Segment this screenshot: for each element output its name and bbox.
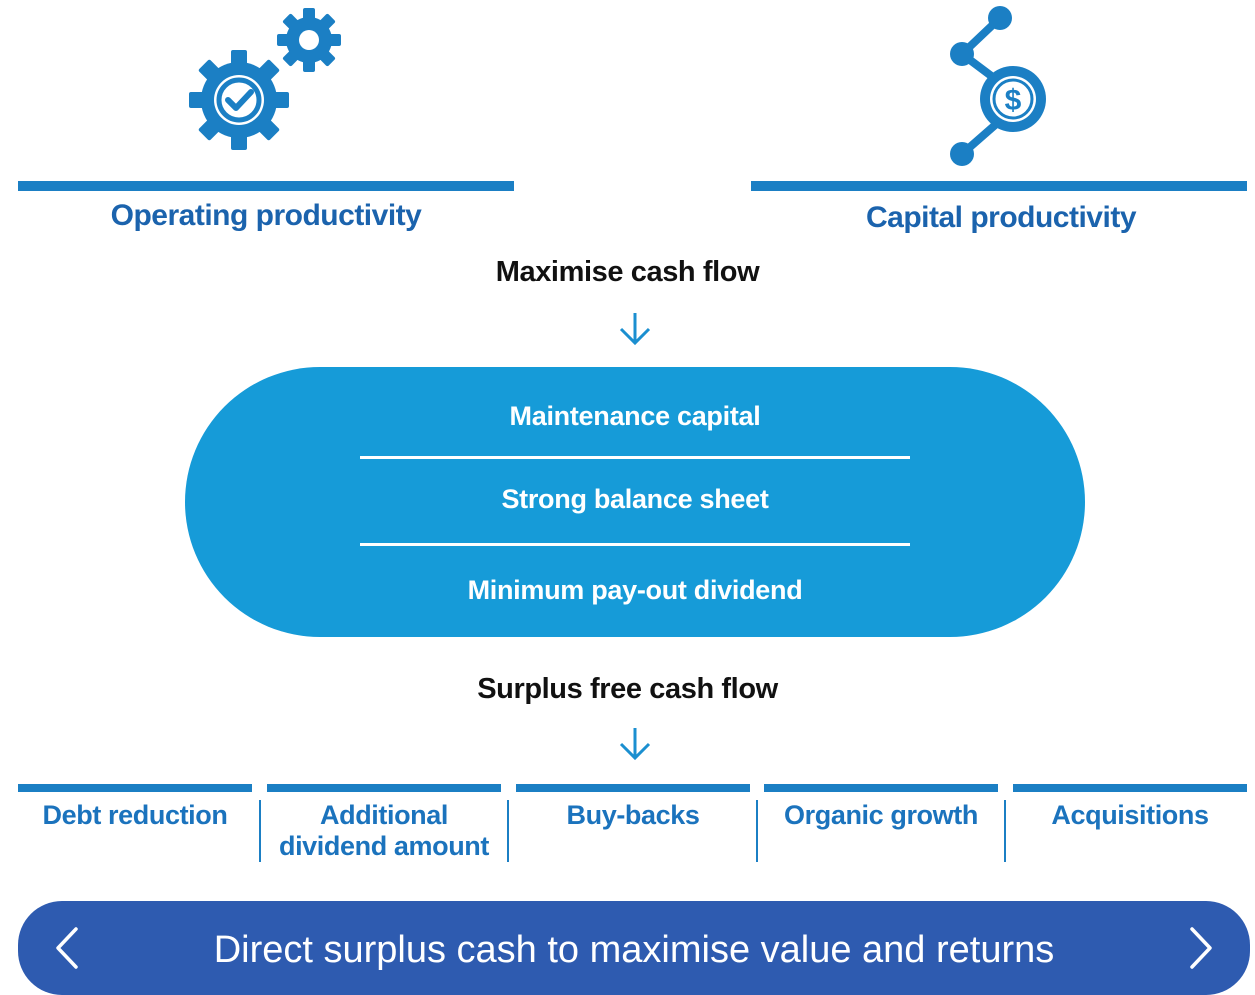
down-arrow-icon [619,313,651,346]
divider [756,800,758,862]
priority-item: Maintenance capital [509,401,761,431]
carousel-caption: Direct surplus cash to maximise value an… [213,929,1055,971]
option-debt-reduction: Debt reduction [42,800,228,830]
surplus-free-cash-flow-heading: Surplus free cash flow [477,673,778,705]
svg-text:$: $ [1005,84,1022,117]
option-organic-growth: Organic growth [784,800,978,830]
gears-check-icon [189,8,341,150]
option-buy-backs: Buy-backs [566,800,700,830]
chevron-right-icon[interactable] [1180,925,1220,971]
priority-item: Minimum pay-out dividend [467,575,803,605]
option-bar [764,784,998,792]
option-additional-dividend: Additional dividend amount [278,800,489,861]
divider [259,800,261,862]
option-bar [18,784,252,792]
dollar-network-icon: $ [950,6,1046,166]
divider [360,456,910,459]
divider [360,543,910,546]
down-arrow-icon [619,728,651,761]
option-acquisitions: Acquisitions [1051,800,1209,830]
divider [1004,800,1006,862]
priorities-pill: Maintenance capital Strong balance sheet… [185,367,1085,637]
option-bar [516,784,750,792]
option-bar [267,784,501,792]
capital-productivity-label: Capital productivity [865,201,1137,234]
maximise-cash-flow-heading: Maximise cash flow [495,256,760,288]
chevron-left-icon[interactable] [48,925,88,971]
carousel-nav: Direct surplus cash to maximise value an… [18,901,1250,995]
operating-productivity-label: Operating productivity [110,199,422,232]
capital-bar [751,181,1247,191]
priority-item: Strong balance sheet [501,484,769,514]
option-bar [1013,784,1247,792]
operating-bar [18,181,514,191]
divider [507,800,509,862]
